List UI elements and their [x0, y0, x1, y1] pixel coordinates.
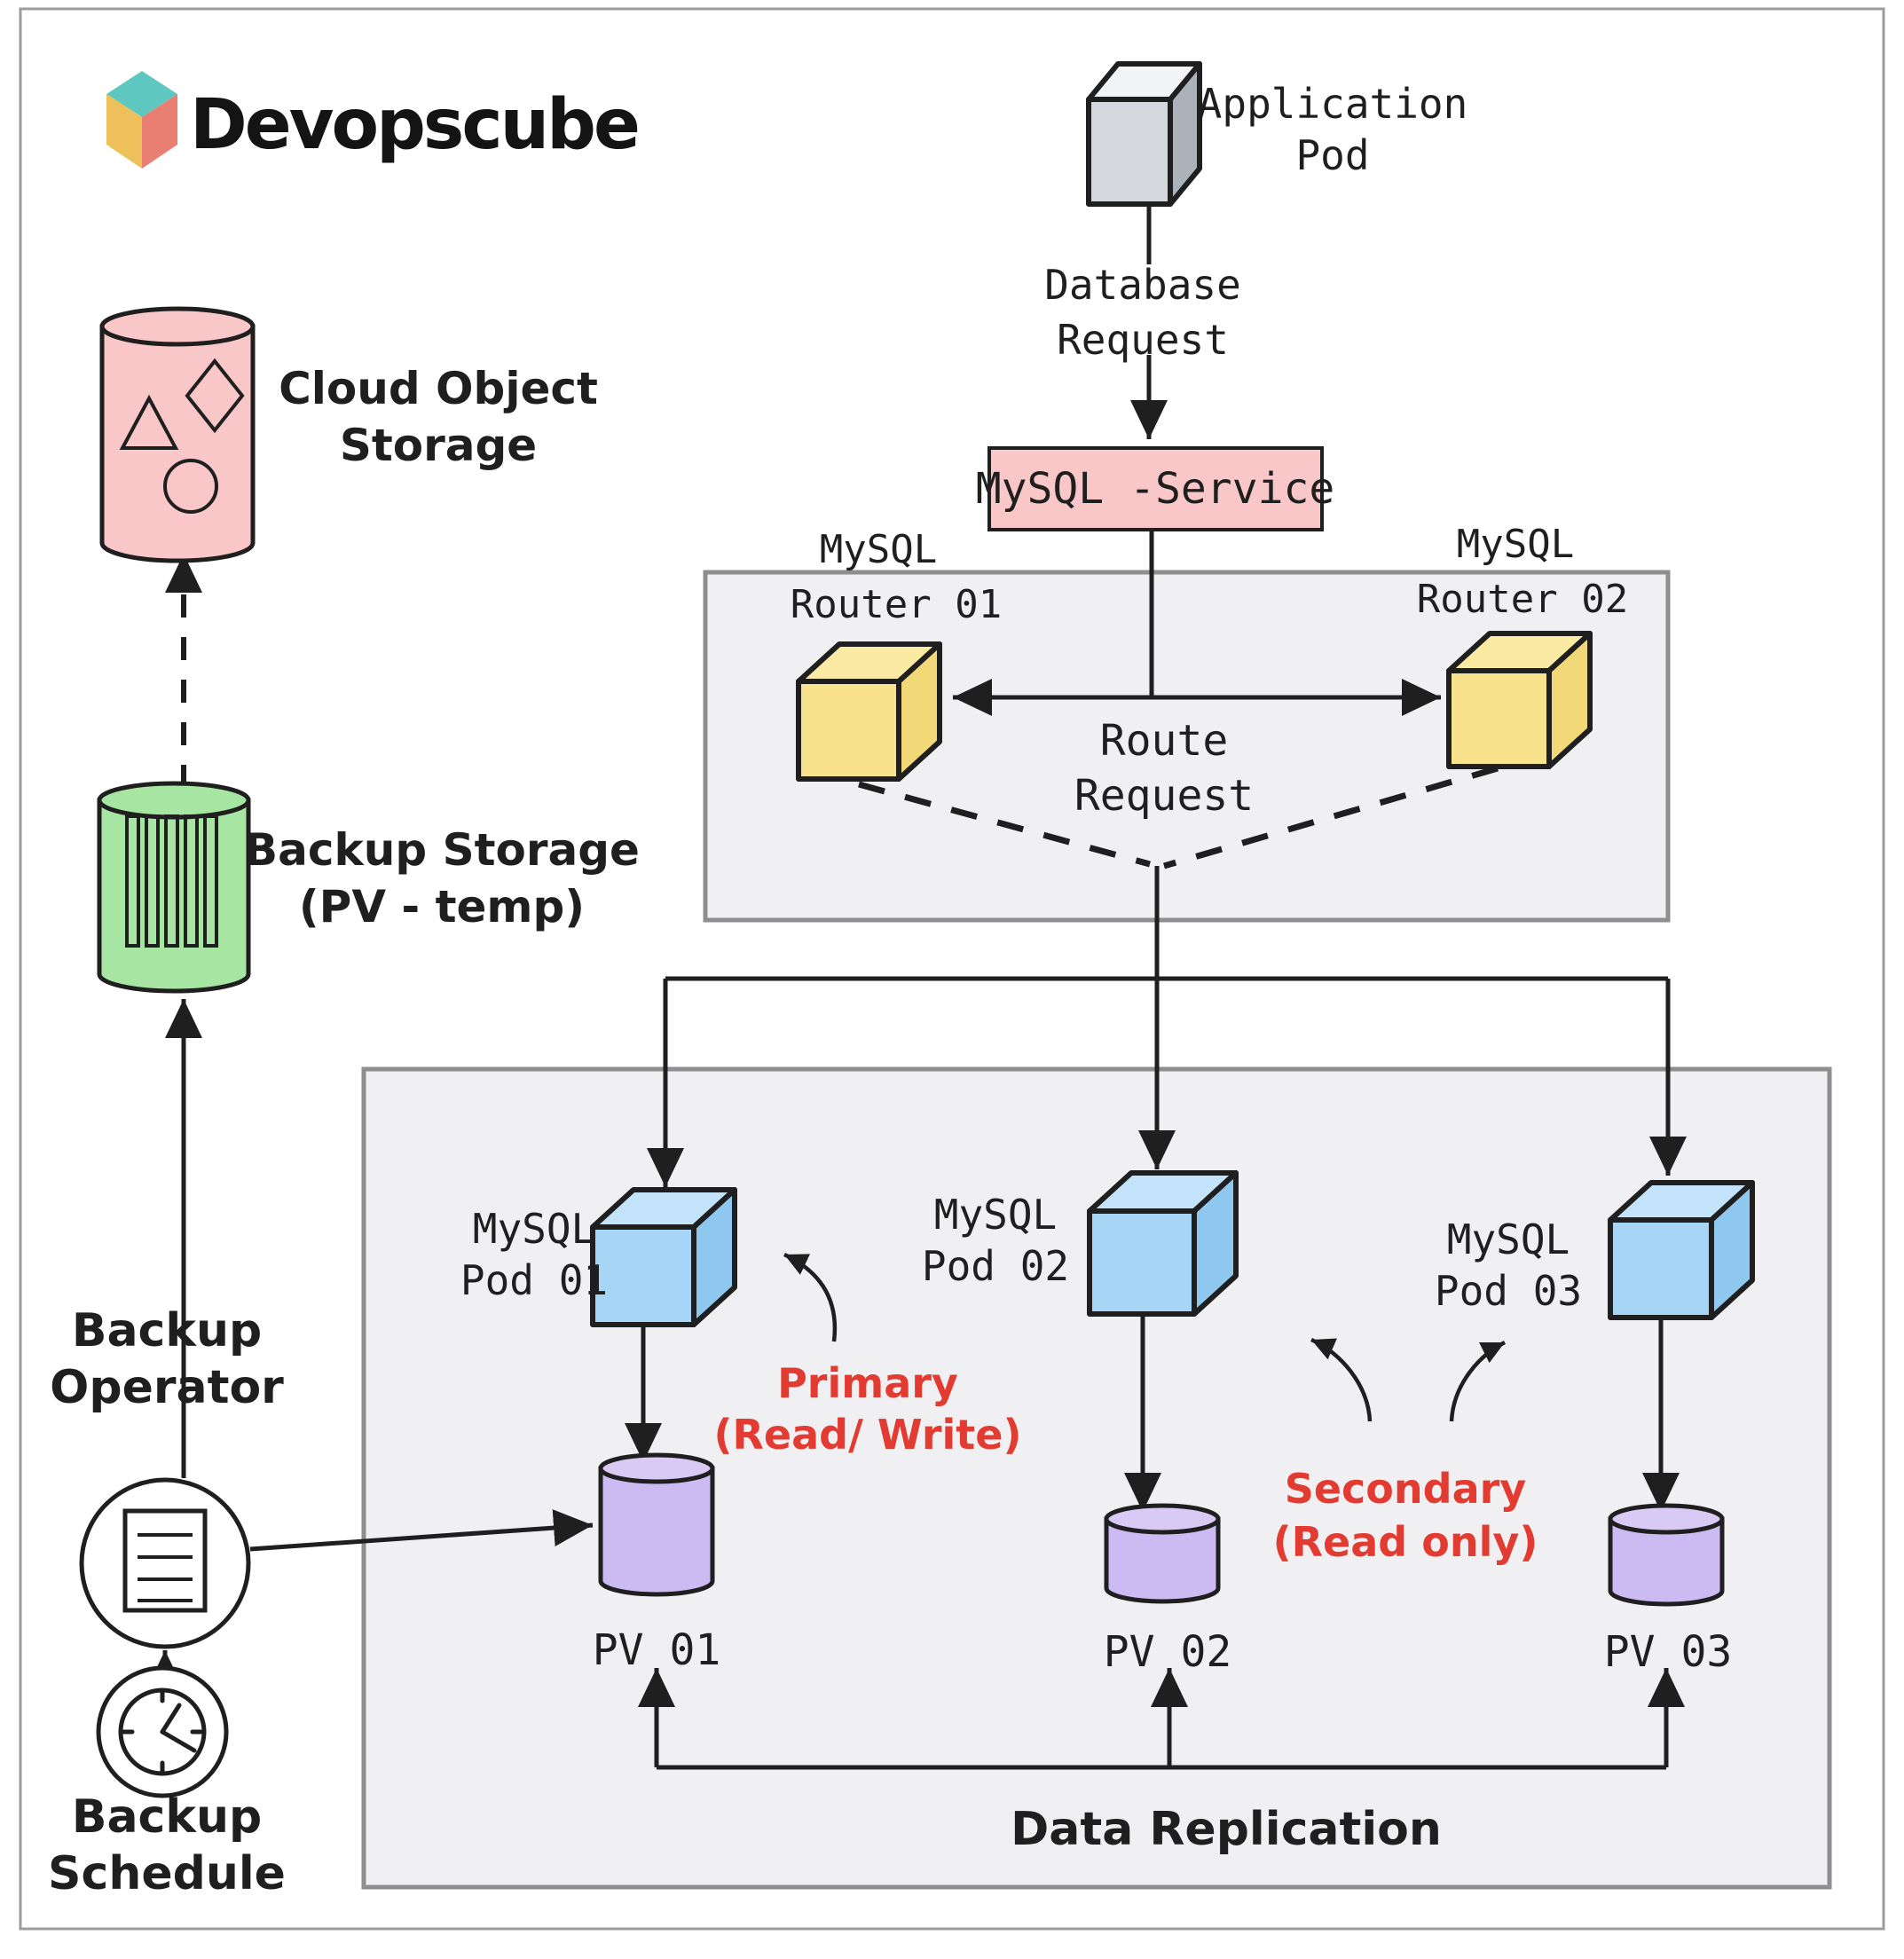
secondary-curve-left-arrow-icon [1310, 1337, 1373, 1422]
cloud-diamond-icon [185, 358, 245, 434]
secondary-curve-right-arrow-icon [1449, 1340, 1507, 1422]
dashed-router1-merge [858, 781, 1151, 868]
mysql-service-label: MySQL -Service [975, 464, 1335, 514]
cloud-storage-body [99, 324, 256, 563]
operator-document-lines [138, 1533, 193, 1602]
pv3-top [1608, 1503, 1725, 1535]
backup-storage-label: Backup Storage (PV - temp) [244, 824, 640, 932]
mysql-router-02-icon [1446, 631, 1593, 769]
application-pod-front-face [1086, 97, 1173, 207]
cloud-storage-top [99, 306, 256, 347]
logo-cube-right [142, 94, 177, 169]
pod2-front-face [1087, 1208, 1197, 1317]
pv3-label: PV 03 [1603, 1627, 1733, 1677]
router2-front-face [1446, 668, 1552, 769]
pv2-body [1104, 1516, 1221, 1604]
secondary-note-label: Secondary (Read only) [1272, 1465, 1538, 1566]
logo-cube-left [106, 94, 142, 169]
backup-storage-stripes-icon [125, 814, 218, 948]
dashed-router2-merge [1163, 765, 1499, 869]
database-request-label: Database Request [1044, 261, 1241, 364]
connectors [146, 207, 1687, 1770]
pv-03-icon [1608, 1503, 1725, 1607]
mysql-pod3-label: MySQL Pod 03 [1434, 1216, 1583, 1315]
mysql-pod-03-icon [1608, 1180, 1755, 1320]
pv-01-icon [598, 1452, 715, 1597]
router1-mysql-label: MySQL [819, 527, 938, 572]
pod3-front-face [1608, 1217, 1714, 1320]
mysql-pod-02-icon [1087, 1170, 1239, 1317]
mysql-router-01-icon [796, 641, 942, 782]
mysql-cluster-zone [361, 1066, 1832, 1890]
logo-brand-text: Devopscube [190, 85, 641, 165]
pv1-top [598, 1452, 715, 1484]
operator-document-icon [122, 1508, 208, 1613]
pv2-label: PV 02 [1103, 1627, 1232, 1677]
router2-mysql-label: MySQL [1456, 522, 1575, 567]
router2-name-label: Router 02 [1416, 577, 1629, 622]
clock-hand-minute [160, 1703, 182, 1735]
cloud-object-storage-icon [99, 306, 256, 563]
backup-operator-icon [79, 1477, 251, 1649]
application-pod-label: Application Pod [1197, 80, 1468, 179]
pv2-top [1104, 1503, 1221, 1535]
router1-name-label: Router 01 [790, 582, 1003, 627]
primary-note-label: Primary (Read/ Write) [713, 1359, 1022, 1459]
primary-curve-arrow-icon [783, 1252, 838, 1342]
cloud-triangle-icon [119, 394, 179, 450]
backup-storage-body [97, 798, 251, 994]
pv-02-icon [1104, 1503, 1221, 1604]
backup-storage-top [97, 781, 251, 820]
mysql-pod-01-icon [590, 1187, 737, 1327]
cloud-circle-icon [163, 459, 218, 514]
pv1-body [598, 1466, 715, 1597]
mysql-pod1-label: MySQL Pod 01 [460, 1205, 609, 1304]
logo-cube-icon [106, 71, 177, 169]
pv3-body [1608, 1516, 1725, 1607]
route-request-label: Route Request [1074, 716, 1255, 821]
pv1-label: PV 01 [592, 1625, 721, 1675]
backup-schedule-label: Backup Schedule [48, 1790, 286, 1900]
application-pod-icon [1086, 61, 1202, 207]
backup-schedule-clock-icon [96, 1665, 229, 1798]
data-replication-label: Data Replication [1011, 1803, 1442, 1856]
arrow-operator-pv1-icon [249, 1509, 594, 1552]
cloud-object-storage-label: Cloud Object Storage [279, 363, 598, 471]
backup-storage-icon [97, 781, 251, 994]
router1-front-face [796, 679, 901, 782]
clock-hand-hour [160, 1729, 197, 1753]
mysql-service-box [987, 446, 1324, 531]
page-border [19, 7, 1885, 1931]
pod1-front-face [590, 1224, 696, 1327]
backup-operator-label: Backup Operator [50, 1304, 284, 1414]
mysql-pod2-label: MySQL Pod 02 [921, 1191, 1070, 1290]
